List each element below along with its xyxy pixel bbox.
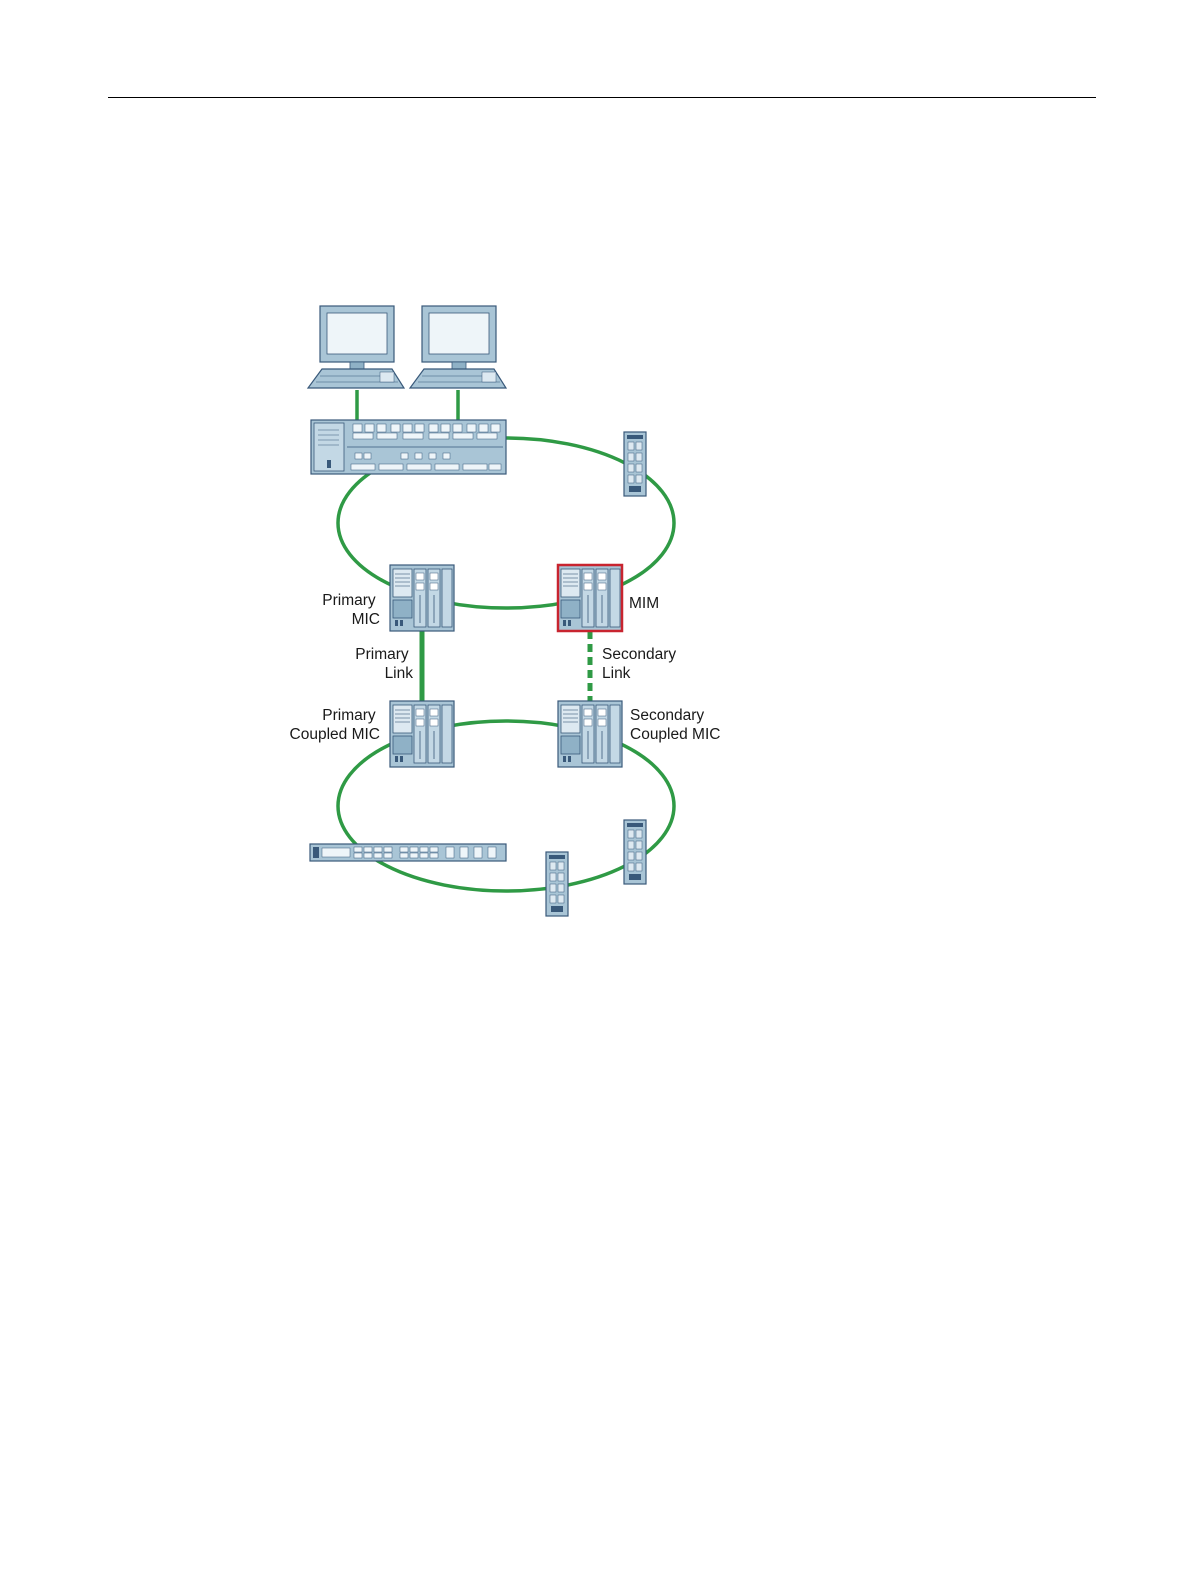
primary-mic-switch-icon [390,565,454,631]
label-secondary-coupled-mic: Secondary Coupled MIC [630,707,720,743]
label-primary-coupled-mic: Primary Coupled MIC [290,707,380,743]
label-mim: MIM [629,595,659,612]
flat-switch-icon [310,844,506,861]
label-secondary-link: Secondary Link [602,646,680,682]
secondary-coupled-mic-switch-icon [558,701,622,767]
primary-coupled-mic-switch-icon [390,701,454,767]
label-primary-link: Primary Link [355,646,413,682]
mim-switch-icon [558,565,622,631]
rack-switch-icon [311,420,506,474]
pc-icon-2 [410,306,506,388]
compact-switch-icon-2 [546,852,568,916]
compact-switch-icon-1 [624,432,646,496]
compact-switch-icon-3 [624,820,646,884]
label-primary-mic: Primary MIC [322,592,380,628]
pc-icon-1 [308,306,404,388]
